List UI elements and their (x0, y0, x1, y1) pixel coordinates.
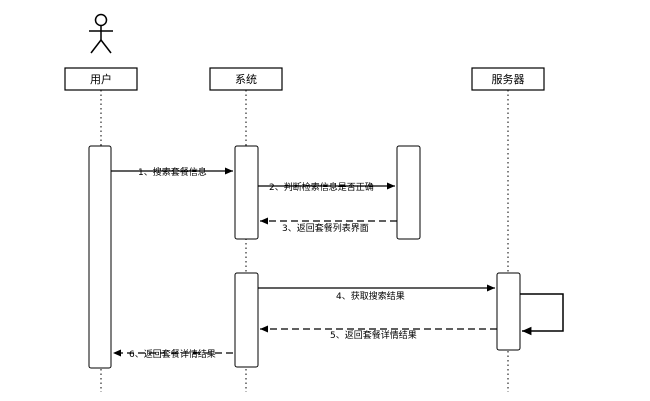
participant-system-label: 系统 (235, 73, 257, 86)
message-2-label: 2、判断检索信息是否正确 (269, 181, 374, 193)
server-self-loop (520, 293, 564, 336)
activation-user (88, 145, 112, 369)
message-3-label: 3、返回套餐列表界面 (282, 222, 369, 234)
message-5-label: 5、返回套餐详情结果 (330, 329, 417, 341)
activation-server (496, 272, 521, 351)
activation-system-2 (234, 272, 259, 368)
participant-user: 用户 (64, 67, 138, 91)
message-1-label: 1、搜索套餐信息 (138, 166, 207, 178)
actor-icon (89, 13, 113, 54)
message-6-label: 6、返回套餐详情结果 (129, 348, 216, 360)
participant-server: 服务器 (471, 67, 545, 91)
activation-system-1 (234, 145, 259, 240)
participant-server-label: 服务器 (492, 73, 525, 86)
activation-check (396, 145, 421, 240)
message-4-label: 4、获取搜索结果 (336, 290, 405, 302)
participant-system: 系统 (209, 67, 283, 91)
participant-user-label: 用户 (90, 72, 112, 86)
